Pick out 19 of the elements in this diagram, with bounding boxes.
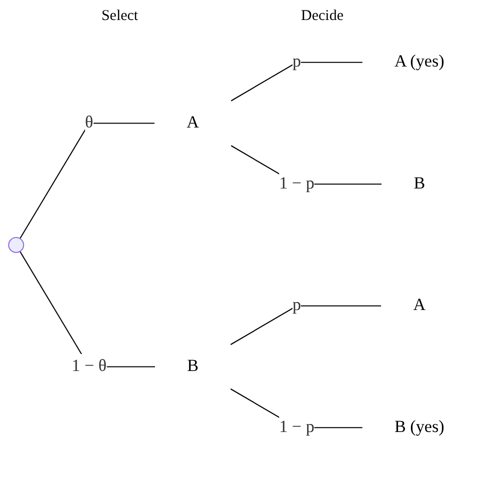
edge-label: 1 − p bbox=[279, 174, 314, 193]
connector bbox=[230, 62, 362, 102]
node-text: A bbox=[413, 296, 426, 314]
node-text: A (yes) bbox=[394, 52, 444, 71]
tree-diagram: θ 1 − θ p 1 − p p 1 − p A B A (yes) B A B (yes) bbox=[0, 25, 485, 465]
node-point bbox=[8, 237, 24, 253]
connector bbox=[230, 305, 382, 346]
node-text: B (yes) bbox=[394, 418, 444, 436]
node-text: A bbox=[186, 114, 200, 132]
node-text: B bbox=[414, 174, 426, 193]
connector bbox=[20, 122, 155, 239]
edge-label: 1 − p bbox=[279, 418, 314, 436]
column-heading: Decide bbox=[301, 8, 344, 25]
column-heading: Select bbox=[101, 8, 138, 25]
edge-label: p bbox=[292, 296, 302, 314]
edge-label: 1 − θ bbox=[72, 357, 107, 376]
node-text: B bbox=[187, 357, 199, 376]
edge-label: θ bbox=[85, 114, 94, 132]
edge-label: p bbox=[292, 52, 302, 71]
